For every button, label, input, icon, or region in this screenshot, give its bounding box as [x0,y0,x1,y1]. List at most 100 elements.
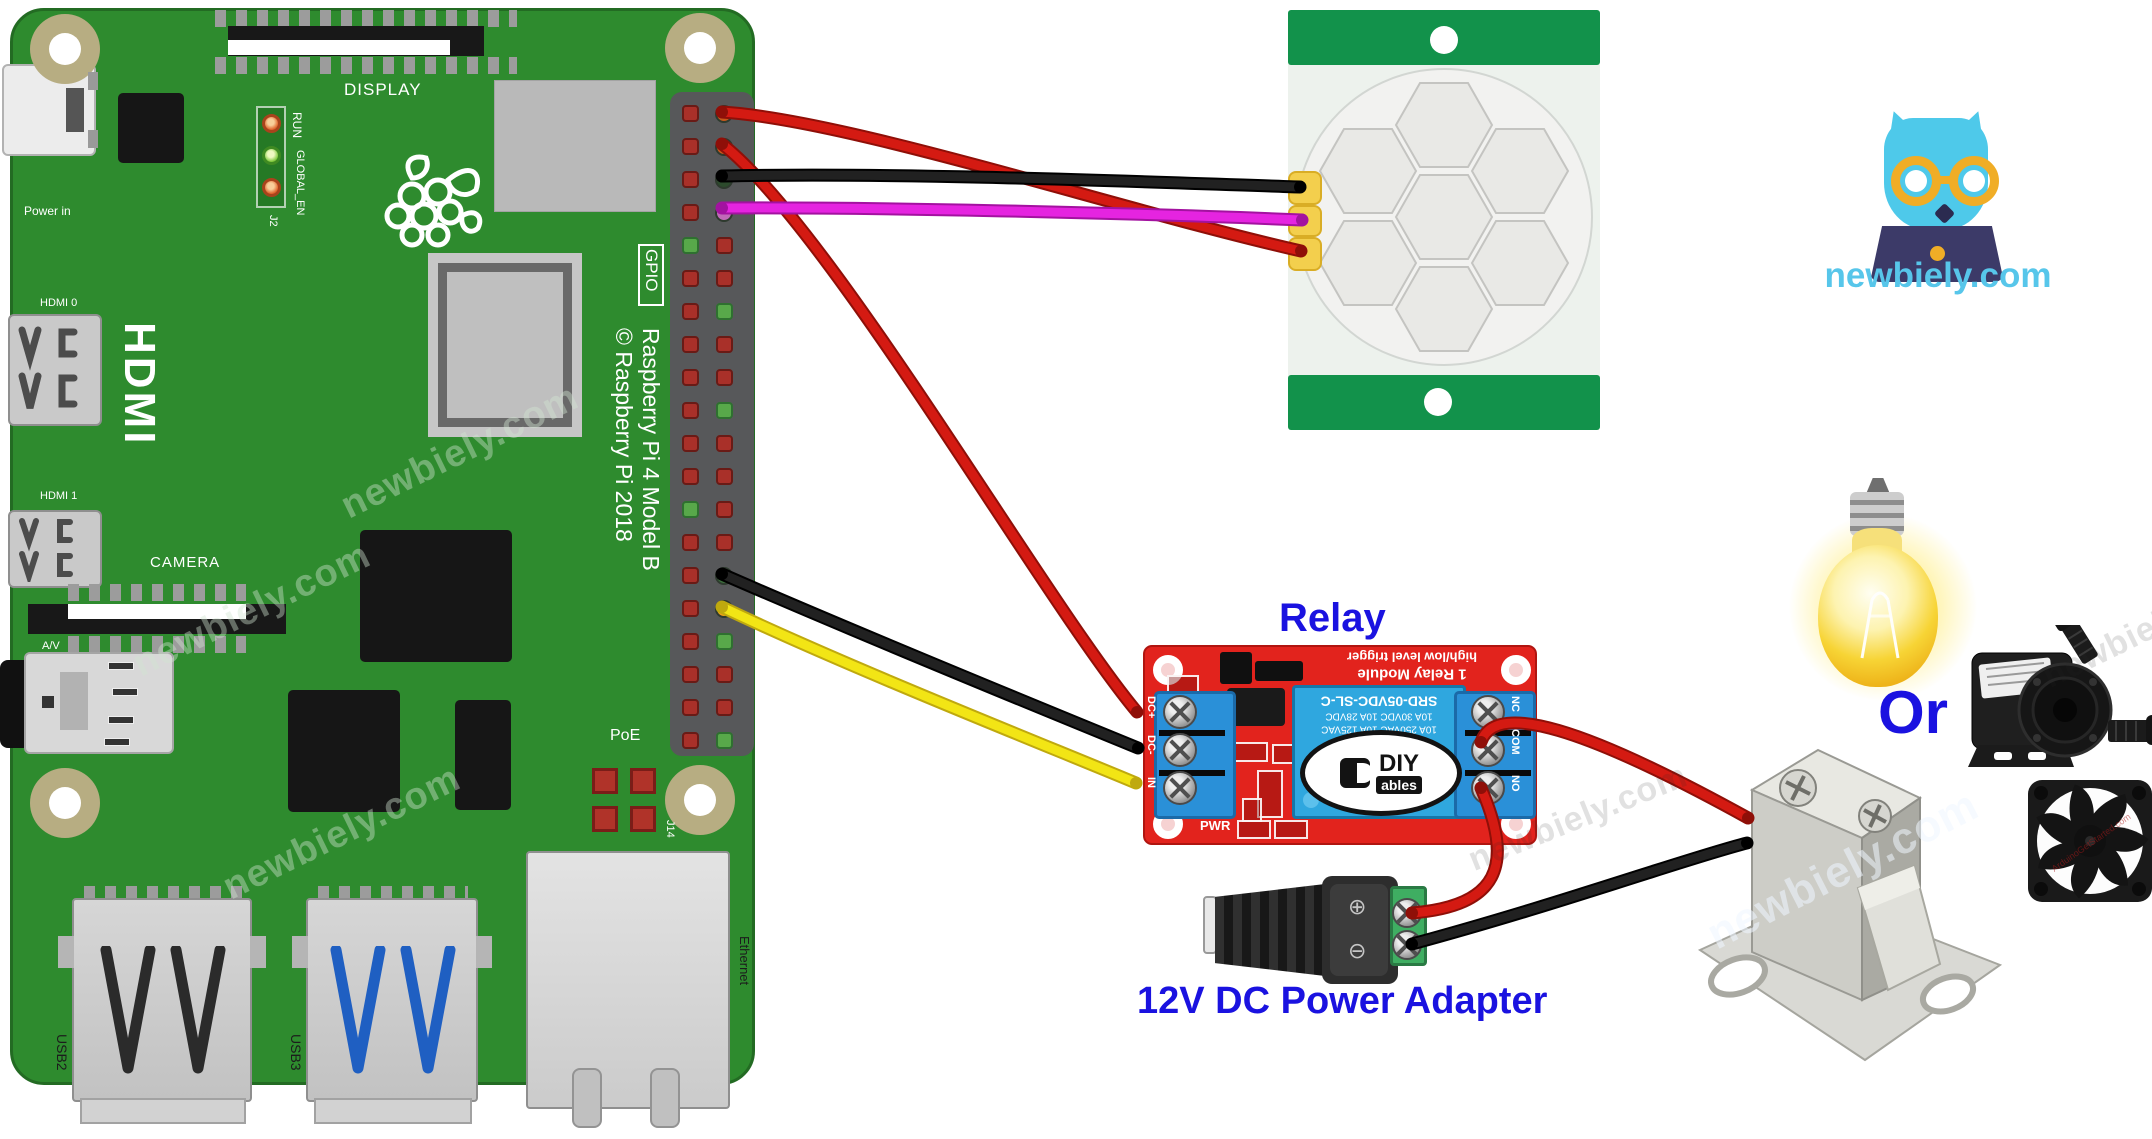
bulb-filament [1860,591,1900,659]
gpio-pin-wired [715,600,733,618]
global-en-led [262,146,281,165]
bulb-tip [1866,478,1890,494]
relay-pwr-led [1237,820,1271,839]
usb3-port [306,898,478,1102]
av-jack-pin [108,662,134,670]
relay-com-screw [1471,733,1505,767]
hdmi1-port-detail [19,518,73,582]
pi-mount-hole [30,768,100,838]
pi-chip [360,530,512,662]
adapter-plus-screw [1392,898,1422,928]
usb3-flange [314,1098,472,1124]
cooling-fan: ArduinoGetStarted.com [2028,780,2152,902]
gpio-pin [716,699,733,716]
adapter-plus-symbol: ⊕ [1348,894,1367,919]
av-label: A/V [42,640,60,652]
camera-connector-pins [68,584,246,601]
relay-nc-screw [1471,695,1505,729]
j2-led [262,178,281,197]
adapter-barrel-ribs [1215,884,1325,976]
wire-pi-pin15-gnd-to-relay-dcminus [715,567,1145,755]
gpio-pin [682,336,699,353]
owl-eye-icon [1905,170,1927,192]
usb2-label: USB2 [54,1034,70,1071]
pi-chip [288,690,400,812]
usb2-lug [58,936,74,968]
display-connector-pins [215,10,517,27]
relay-dc-plus-label: DC+ [1145,696,1157,719]
relay-title: Relay [1279,596,1386,640]
usb2-flange [80,1098,246,1124]
owl-glasses-icon [1949,156,1999,206]
pir-mount-hole [1424,388,1452,416]
pir-fresnel-lens [1318,82,1570,352]
usb3-label: USB3 [288,1034,304,1071]
gpio-pin [682,468,699,485]
relay-mount-hole [1501,655,1531,685]
usb3-tongues [330,946,456,1074]
av-jack-pin [104,738,130,746]
ethernet-label: Ethernet [737,936,752,986]
gpio-pin-wired [715,171,733,189]
relay-component [1242,798,1262,822]
relay-dc-minus-label: DC- [1145,735,1157,755]
owl-glasses-icon [1891,156,1941,206]
wire-pi-pin2-5v-to-relay-dcplus-end [1131,706,1143,718]
gpio-pin-wired [715,567,733,585]
relay-no-screw [1471,771,1505,805]
pir-mount-hole [1430,26,1458,54]
av-jack-detail [42,696,54,708]
diyables-mark-icon [1340,758,1374,788]
relay-module: 1 Relay Module high/low level trigger 10… [1143,645,1537,845]
adapter-plug-body: ⊕ ⊖ [1322,876,1398,984]
relay-header-line1: 1 Relay Module [1357,665,1467,683]
lock-mount-hole [1919,973,1977,1015]
power-in-label: Power in [24,204,71,218]
gpio-pin [716,666,733,683]
site-logo-text: newbiely.com [1824,256,2052,295]
hdmi0-label: HDMI 0 [40,297,78,309]
ethernet-clip [650,1068,680,1128]
gpio-pin [716,633,733,650]
gpio-pin [682,303,699,320]
lock-mount-hole [1708,954,1768,998]
wire-pi-pin3-gnd-to-pir-gnd [717,170,1305,192]
wire-pi-pin2-5v-to-relay-dcplus [717,139,1142,717]
laptop-dot-icon [1930,246,1945,261]
water-pump [1968,625,2152,767]
usb3-pins [318,886,468,900]
gpio-pin [682,270,699,287]
gpio-label: GPIO [642,249,661,292]
gpio-pin [716,336,733,353]
poe-label: PoE [610,727,641,744]
run-label: RUN [290,112,304,138]
ethernet-port [526,851,730,1109]
pi-chip [118,93,184,163]
relay-header-text: 1 Relay Module high/low level trigger [1293,649,1531,683]
relay-cube-line3: SRD-05VDC-SL-C [1320,693,1438,710]
silkscreen-line2: © Raspberry Pi 2018 [611,328,637,542]
pump-side-nozzle [2108,720,2150,742]
poe-pin [592,806,618,832]
ethernet-clip [572,1068,602,1128]
gpio-pin [716,534,733,551]
gpio-pin-wired [715,138,733,156]
gpio-pin [716,402,733,419]
adapter-barrel-tip [1203,896,1217,954]
display-label: DISPLAY [344,80,422,99]
pi-soc [428,253,582,437]
adapter-minus-screw [1392,930,1422,960]
gpio-header [670,92,754,756]
usb2-port [72,898,252,1102]
gpio-pin [682,666,699,683]
run-led [262,114,281,133]
gpio-pin [682,600,699,617]
gpio-pin [682,171,699,188]
display-ribbon [228,40,450,55]
gpio-pin [682,699,699,716]
hdmi0-port-detail [18,326,78,409]
gpio-pin [682,633,699,650]
wire-pi-pin3-gnd-to-pir-gnd [715,168,1307,194]
gpio-pin [682,567,699,584]
usb2-tongues [100,946,226,1074]
